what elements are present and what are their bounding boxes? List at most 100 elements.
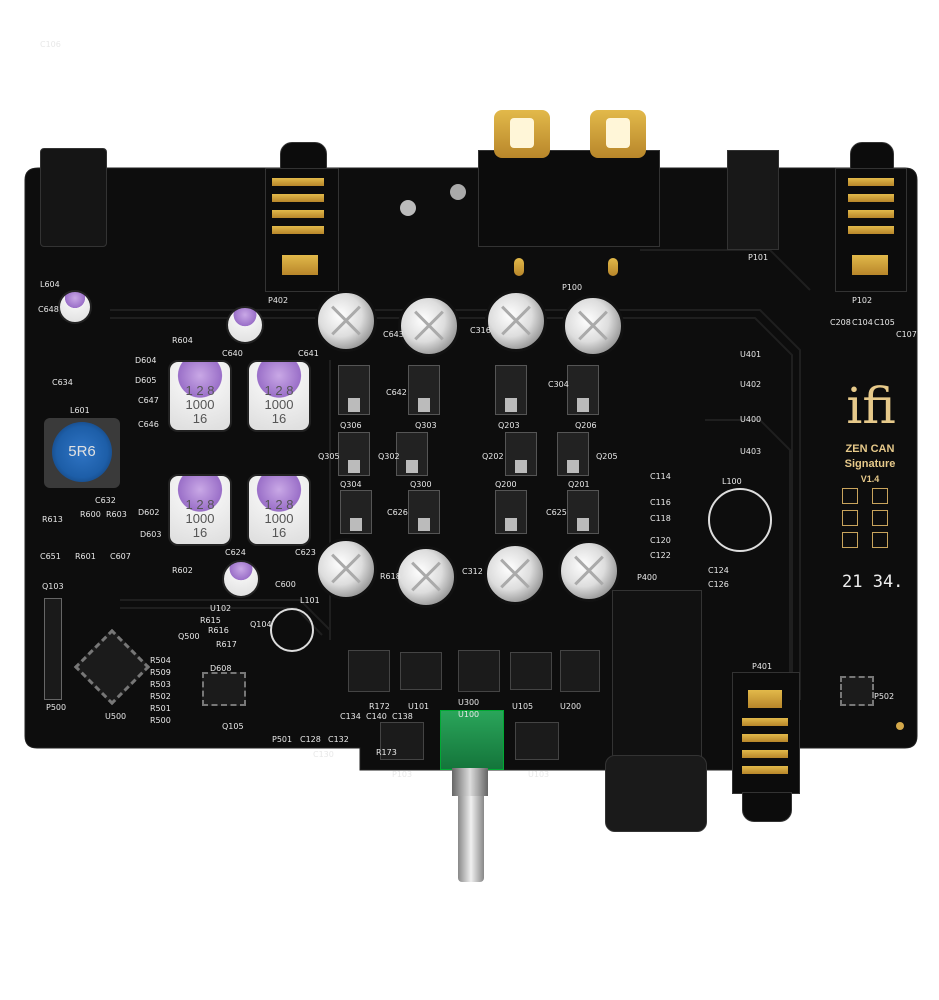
balanced-jack-face[interactable] [605, 755, 707, 832]
component-designator: R172 [369, 702, 390, 711]
component-designator: P402 [268, 296, 289, 305]
component-designator: C104 [852, 318, 873, 327]
component-designator: D602 [138, 508, 160, 517]
component-designator: U102 [210, 604, 232, 613]
component-designator: C138 [392, 712, 413, 721]
electrolytic-capacitor [562, 295, 624, 357]
volume-potentiometer[interactable] [440, 710, 504, 770]
component-designator: C643 [383, 330, 404, 339]
component-designator: C640 [222, 349, 243, 358]
line-jack-p101[interactable] [727, 150, 779, 250]
transistor [495, 365, 527, 415]
jack-contact [748, 690, 782, 708]
transistor [340, 490, 372, 534]
component-designator: L604 [40, 280, 60, 289]
component-designator: C120 [650, 536, 671, 545]
component-designator: R502 [150, 692, 171, 701]
test-pad [842, 488, 858, 504]
jack-contact [742, 766, 788, 774]
jack-contact [742, 750, 788, 758]
component-designator: Q305 [318, 452, 340, 461]
jack-contact [282, 255, 318, 275]
dc-power-jack[interactable] [40, 148, 107, 247]
component-designator: U103 [528, 770, 550, 779]
electrolytic-capacitor [485, 290, 547, 352]
jack-contact [852, 255, 888, 275]
jack-contact [272, 226, 324, 234]
component-designator: U403 [740, 447, 762, 456]
component-designator: Q104 [250, 620, 272, 629]
component-designator: L100 [722, 477, 742, 486]
purple-capacitor: 1 2 8 1000 16 [168, 360, 232, 432]
component-designator: L101 [300, 596, 320, 605]
ic-chip-u103 [380, 722, 424, 760]
component-designator: C118 [650, 514, 671, 523]
component-designator: C641 [298, 349, 319, 358]
rca-jack-right-center [606, 118, 630, 148]
inductor-5r6: 5R6 [52, 422, 112, 482]
model-name: ZEN CAN [845, 443, 895, 455]
ic-chip [560, 650, 600, 692]
transistor [495, 490, 527, 534]
component-designator: C124 [708, 566, 729, 575]
transistor [338, 365, 370, 415]
component-designator: U400 [740, 415, 762, 424]
component-designator: R501 [150, 704, 171, 713]
component-designator: U300 [458, 698, 480, 707]
component-designator: C625 [546, 508, 567, 517]
component-designator: Q105 [222, 722, 244, 731]
component-designator: C126 [708, 580, 729, 589]
component-designator: C312 [462, 567, 483, 576]
component-designator: R500 [150, 716, 171, 725]
component-designator: C107 [896, 330, 917, 339]
test-pad [842, 510, 858, 526]
test-pad [872, 510, 888, 526]
jack-contact [848, 210, 894, 218]
component-designator: R173 [376, 748, 397, 757]
component-designator: C634 [52, 378, 73, 387]
electrolytic-capacitor [558, 540, 620, 602]
component-designator: C623 [295, 548, 316, 557]
component-designator: P400 [637, 573, 658, 582]
solder-pad [514, 258, 524, 276]
component-designator: C132 [328, 735, 349, 744]
component-designator: C600 [275, 580, 296, 589]
component-designator: R617 [216, 640, 237, 649]
transistor [567, 490, 599, 534]
board-version: V1.4 [860, 474, 880, 484]
jack-contact [272, 210, 324, 218]
purple-capacitor: 1 2 8 1000 16 [247, 360, 311, 432]
solder-pad [608, 258, 618, 276]
component-designator: C624 [225, 548, 246, 557]
inductor-l100 [708, 488, 772, 552]
component-designator: C128 [300, 735, 321, 744]
component-designator: C116 [650, 498, 671, 507]
component-designator: Q203 [498, 421, 520, 430]
electrolytic-capacitor [395, 546, 457, 608]
ic-chip-u102 [515, 722, 559, 760]
purple-capacitor: 1 2 8 1000 16 [247, 474, 311, 546]
ic-chip-opamp [510, 652, 552, 690]
component-designator: R616 [208, 626, 229, 635]
component-designator: Q303 [415, 421, 437, 430]
rca-jack-housing[interactable] [478, 150, 660, 247]
ic-chip [458, 650, 500, 692]
component-designator: U101 [408, 702, 430, 711]
component-designator: Q200 [495, 480, 517, 489]
component-designator: Q500 [178, 632, 200, 641]
electrolytic-capacitor [484, 543, 546, 605]
component-designator: U500 [105, 712, 127, 721]
component-designator: C140 [366, 712, 387, 721]
component-designator: C114 [650, 472, 671, 481]
jack-barrel [742, 792, 792, 822]
component-designator: R600 [80, 510, 101, 519]
component-designator: R613 [42, 515, 63, 524]
test-pad [872, 532, 888, 548]
component-designator: R509 [150, 668, 171, 677]
component-designator: R618 [380, 572, 401, 581]
component-designator: C106 [40, 40, 61, 49]
balanced-jack-p400[interactable] [612, 590, 702, 762]
pot-shaft[interactable] [458, 796, 484, 882]
component-designator: U200 [560, 702, 582, 711]
date-code: 21 34. [842, 572, 904, 592]
